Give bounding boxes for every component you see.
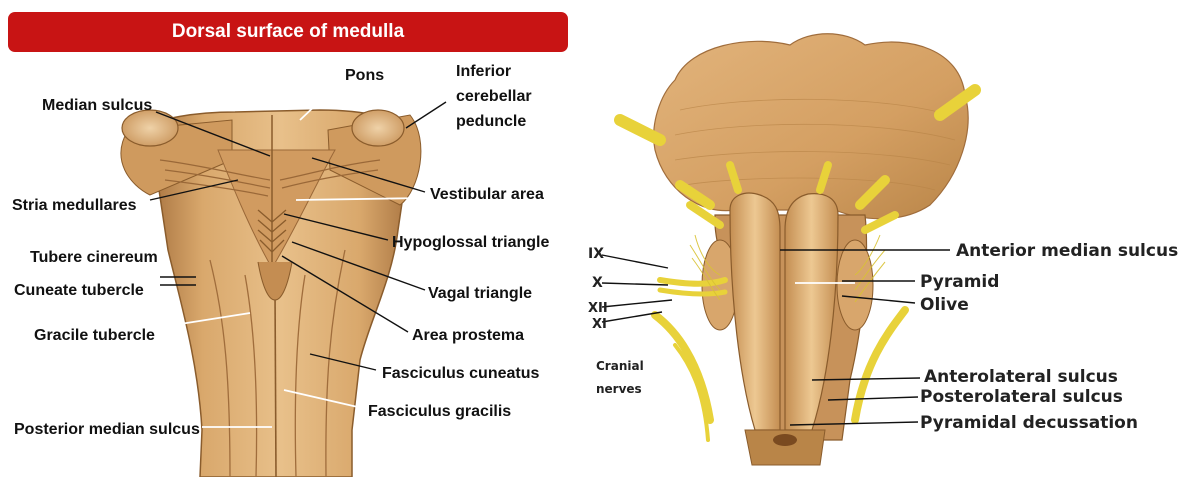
label-gracile-tubercle: Gracile tubercle	[34, 327, 155, 344]
label-vestibular-area: Vestibular area	[430, 186, 544, 203]
label-pons: Pons	[345, 67, 384, 84]
label-pyramid: Pyramid	[920, 272, 999, 292]
label-median-sulcus: Median sulcus	[42, 97, 152, 114]
pons	[654, 34, 968, 219]
label-tubere-cinereum: Tubere cinereum	[30, 249, 158, 266]
label-hypoglossal-triangle: Hypoglossal triangle	[392, 234, 549, 251]
dorsal-medulla-panel: Dorsal surface of medulla	[0, 0, 580, 477]
label-x: X	[592, 275, 603, 291]
left-cut-end	[122, 110, 178, 146]
label-inferior-3: peduncle	[456, 113, 526, 130]
label-fasciculus-cuneatus: Fasciculus cuneatus	[382, 365, 539, 382]
label-olive: Olive	[920, 295, 969, 315]
label-inferior-1: Inferior	[456, 63, 511, 80]
ventral-medulla-illustration: IX X XII XI Cranial nerves Anterior medi…	[580, 0, 1192, 477]
label-posterolateral-sulcus: Posterolateral sulcus	[920, 387, 1123, 407]
dorsal-medulla-illustration: Pons Inferior cerebellar peduncle Median…	[0, 0, 580, 477]
label-pyramidal-decussation: Pyramidal decussation	[920, 413, 1138, 433]
pyramid-left	[730, 193, 780, 430]
label-nerves: nerves	[596, 382, 642, 396]
label-anterior-median-sulcus: Anterior median sulcus	[956, 241, 1178, 261]
label-area-prostema: Area prostema	[412, 327, 524, 344]
label-inferior-2: cerebellar	[456, 88, 532, 105]
right-cut-end	[352, 110, 404, 146]
label-posterior-median-sulcus: Posterior median sulcus	[14, 421, 200, 438]
label-xii: XII	[588, 301, 608, 316]
label-ix: IX	[588, 246, 604, 262]
ventral-medulla-panel: IX X XII XI Cranial nerves Anterior medi…	[580, 0, 1192, 477]
label-cuneate-tubercle: Cuneate tubercle	[14, 282, 144, 299]
label-cranial: Cranial	[596, 359, 644, 373]
posterior-median-sulcus-line	[275, 290, 276, 477]
label-stria-medullares: Stria medullares	[12, 197, 137, 214]
label-fasciculus-gracilis: Fasciculus gracilis	[368, 403, 511, 420]
label-vagal-triangle: Vagal triangle	[428, 285, 532, 302]
label-anterolateral-sulcus: Anterolateral sulcus	[924, 367, 1118, 387]
label-xi: XI	[592, 317, 607, 332]
